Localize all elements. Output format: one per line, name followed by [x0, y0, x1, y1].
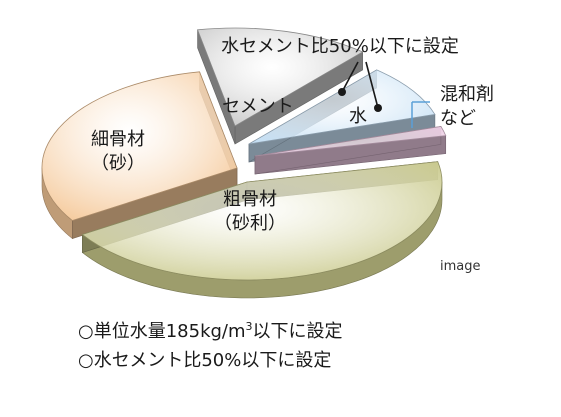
- callout-lines: [341, 61, 379, 109]
- circle-bullet-icon: ○: [78, 321, 94, 342]
- pie-slice-1: [41, 71, 238, 240]
- note-text-suffix: 以下に設定: [252, 321, 343, 342]
- slice-label-1: 細骨材（砂）: [91, 129, 145, 174]
- callout-dot: [374, 104, 382, 112]
- slice-label-3: 水: [349, 106, 367, 127]
- callout-label: 水セメント比50%以下に設定: [221, 36, 459, 57]
- note-unit-water: ○単位水量185kg/m3以下に設定: [78, 317, 343, 343]
- image-annotation: image: [440, 259, 481, 274]
- callout-dot: [338, 88, 346, 96]
- note-water-cement-ratio: ○水セメント比50%以下に設定: [78, 346, 331, 372]
- note-text: 水セメント比50%以下に設定: [93, 350, 332, 371]
- note-superscript: 3: [245, 320, 253, 333]
- note-text: 単位水量185kg/m: [93, 321, 246, 342]
- pie-slice-2: [196, 27, 364, 145]
- slice-label-0: 粗骨材（砂利）: [214, 189, 286, 234]
- slice-label-4: 混和剤など: [440, 84, 494, 129]
- circle-bullet-icon: ○: [78, 350, 94, 371]
- admixture-bracket: [411, 101, 430, 128]
- pie-slice-0: [81, 161, 443, 299]
- pie-chart: 粗骨材（砂利） 細骨材（砂） セメント 水 混和剤など 水セメント比50%以下に設定 ima…: [41, 27, 494, 299]
- slice-label-2: セメント: [222, 96, 294, 117]
- pie-slice-4: [254, 125, 447, 175]
